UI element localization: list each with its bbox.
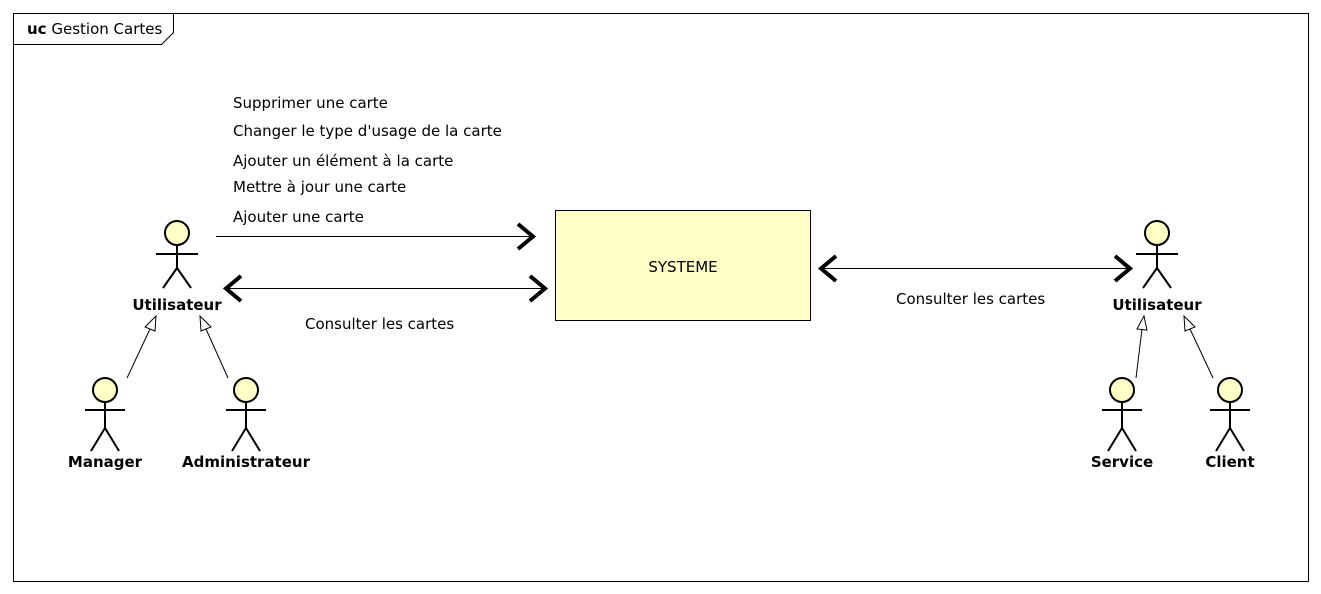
frame-title: uc Gestion Cartes <box>27 20 162 38</box>
actor-manager[interactable] <box>85 377 125 452</box>
actor-right-utilisateur[interactable] <box>1136 220 1178 289</box>
message-label-consulter-right: Consulter les cartes <box>896 290 1046 308</box>
generalization-administrateur[interactable] <box>199 314 229 379</box>
actor-client[interactable] <box>1210 377 1250 452</box>
frame-name-tab <box>13 13 174 45</box>
frame-keyword: uc <box>27 20 47 38</box>
actor-head <box>1217 377 1243 403</box>
generalization-client[interactable] <box>1183 314 1214 379</box>
bidirectional-arrow-right[interactable] <box>817 254 1134 283</box>
actor-label-left-utilisateur: Utilisateur <box>132 296 222 314</box>
message-label-ajouter: Ajouter une carte <box>233 208 364 226</box>
actor-service[interactable] <box>1102 377 1142 452</box>
diagram-frame <box>13 13 1309 582</box>
frame-name: Gestion Cartes <box>51 20 163 38</box>
actor-head <box>1109 377 1135 403</box>
actor-label-manager: Manager <box>67 453 143 471</box>
actor-label-right-utilisateur: Utilisateur <box>1112 296 1202 314</box>
actor-administrateur[interactable] <box>226 377 266 452</box>
message-label-changer: Changer le type d'usage de la carte <box>233 122 502 140</box>
message-label-consulter-left: Consulter les cartes <box>305 315 455 333</box>
generalization-manager[interactable] <box>126 314 157 379</box>
message-label-ajouter-element: Ajouter un élément à la carte <box>233 152 454 170</box>
bidirectional-arrow-left[interactable] <box>222 274 549 303</box>
message-arrow-left-to-system[interactable] <box>216 222 537 251</box>
actor-label-administrateur: Administrateur <box>182 453 310 471</box>
actor-left-utilisateur[interactable] <box>156 220 198 289</box>
system-label: SYSTEME <box>648 258 718 276</box>
actor-label-service: Service <box>1090 453 1154 471</box>
actor-head <box>164 220 190 246</box>
generalization-service[interactable] <box>1135 314 1148 379</box>
system-box[interactable] <box>555 210 811 321</box>
actor-head <box>233 377 259 403</box>
actor-head <box>92 377 118 403</box>
actor-head <box>1144 220 1170 246</box>
message-label-supprimer: Supprimer une carte <box>233 94 388 112</box>
actor-label-client: Client <box>1205 453 1255 471</box>
message-label-mettre-a-jour: Mettre à jour une carte <box>233 178 407 196</box>
